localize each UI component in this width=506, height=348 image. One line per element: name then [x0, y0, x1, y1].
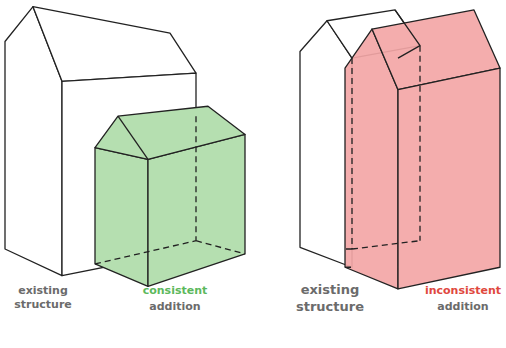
addition-label: addition: [423, 300, 503, 314]
addition-type-label: inconsistent: [423, 284, 503, 298]
inconsistent-addition-house: [345, 10, 500, 289]
structure-label: existing structure: [3, 284, 83, 313]
consistent-addition-box: [95, 106, 245, 286]
addition-label: addition: [130, 300, 220, 314]
structure-label: existing structure: [285, 282, 375, 316]
addition-type-label: consistent: [130, 284, 220, 298]
